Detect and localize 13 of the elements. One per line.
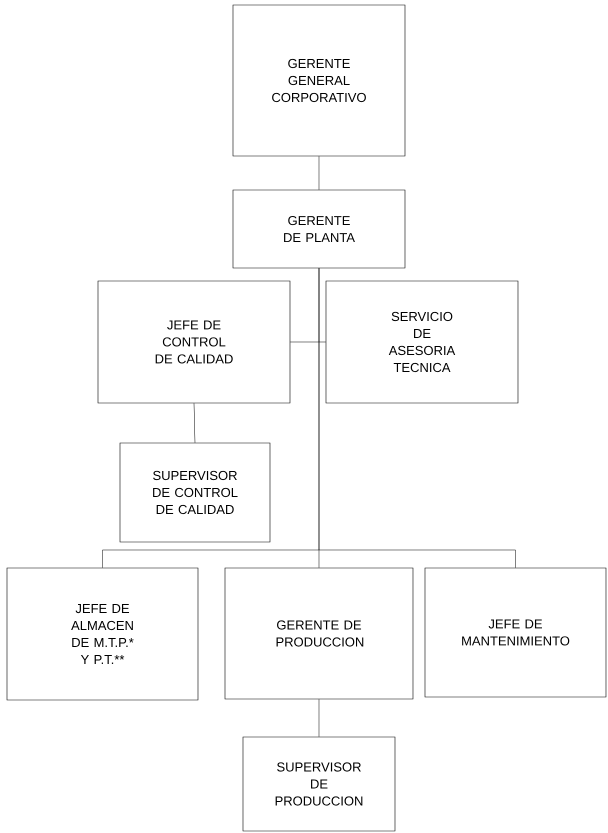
org-box: JEFE DE CONTROL DE CALIDAD (98, 280, 290, 404)
org-box: SERVICIO DE ASESORIA TECNICA (326, 280, 518, 404)
connector-line (318, 156, 320, 190)
org-box: GERENTE DE PRODUCCION (224, 568, 414, 700)
connector-line (318, 268, 516, 568)
org-box: JEFE DE ALMACEN DE M.T.P.* Y P.T.** (6, 568, 198, 700)
org-box: JEFE DE MANTENIMIENTO (424, 568, 606, 698)
connector-line (194, 403, 196, 443)
connector-line (318, 699, 320, 737)
org-box: GERENTE DE PLANTA (232, 190, 406, 268)
org-box: GERENTE GENERAL CORPORATIVO (232, 4, 406, 156)
org-box: SUPERVISOR DE PRODUCCION (242, 736, 396, 832)
org-box: SUPERVISOR DE CONTROL DE CALIDAD (120, 442, 270, 542)
